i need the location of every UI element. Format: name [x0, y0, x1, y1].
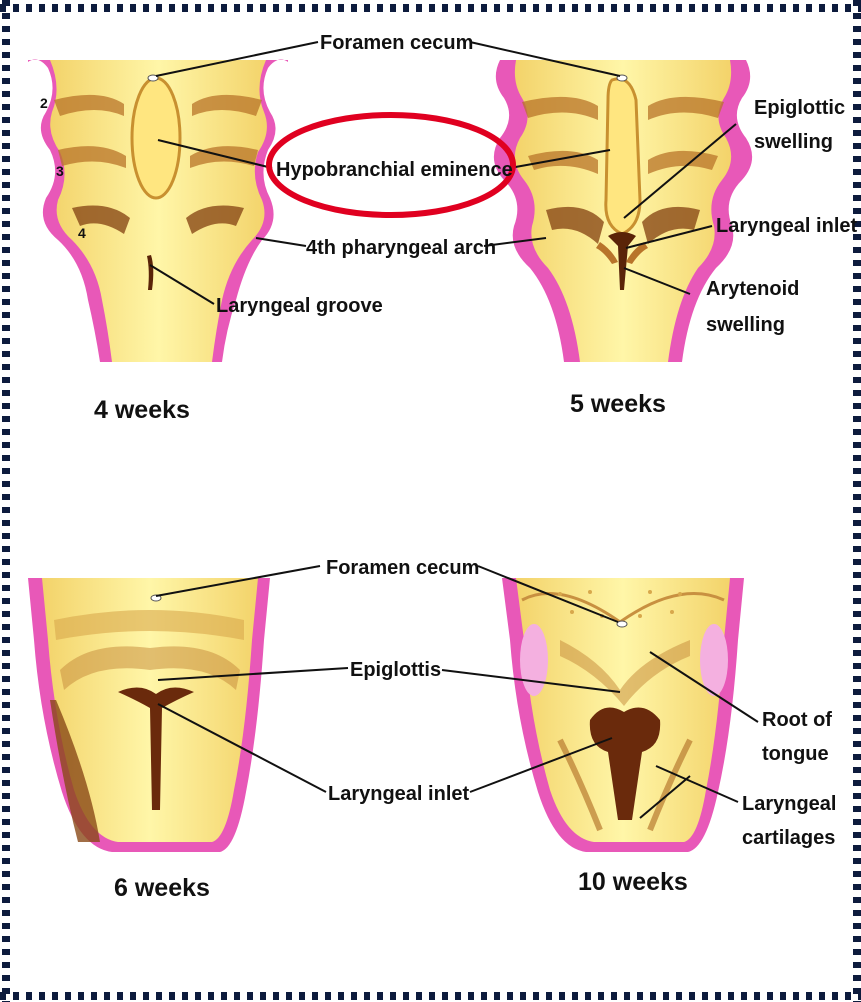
label-laryngeal-inlet-5w: Laryngeal inlet — [716, 215, 857, 237]
label-laryngeal-groove: Laryngeal groove — [216, 295, 383, 317]
label-arytenoid-line1: Arytenoid — [706, 278, 799, 300]
label-5-weeks: 5 weeks — [570, 390, 666, 418]
label-10-weeks: 10 weeks — [578, 868, 688, 896]
label-root-of: Root of — [762, 709, 832, 731]
label-laryngeal-cartilages-line2: cartilages — [742, 827, 835, 849]
panel-6-weeks — [28, 578, 270, 852]
label-4-weeks: 4 weeks — [94, 396, 190, 424]
label-foramen-cecum-top: Foramen cecum — [320, 32, 473, 54]
label-foramen-cecum-bottom: Foramen cecum — [326, 557, 479, 579]
label-epiglottic-line1: Epiglottic — [754, 97, 845, 119]
tonsil-10w-l — [520, 624, 548, 696]
panel-10-weeks — [502, 578, 744, 852]
foramen-cecum-10w — [617, 621, 627, 627]
arch-number-2: 2 — [40, 95, 48, 111]
label-6-weeks: 6 weeks — [114, 874, 210, 902]
hypobranchial-eminence-4w — [132, 78, 180, 198]
label-laryngeal-cartilages-line1: Laryngeal — [742, 793, 836, 815]
label-arytenoid-line2: swelling — [706, 314, 785, 336]
arch-number-3: 3 — [56, 163, 64, 179]
label-epiglottic-line2: swelling — [754, 131, 833, 153]
label-laryngeal-inlet-bottom: Laryngeal inlet — [328, 783, 469, 805]
label-hypobranchial-eminence: Hypobranchial eminence — [276, 159, 513, 181]
label-epiglottis: Epiglottis — [350, 659, 441, 681]
tonsil-10w-r — [700, 624, 728, 696]
hypobranchial-eminence-5w — [606, 79, 640, 234]
label-tongue: tongue — [762, 743, 829, 765]
label-4th-pharyngeal-arch: 4th pharyngeal arch — [306, 237, 496, 259]
arch-number-4: 4 — [78, 225, 86, 241]
